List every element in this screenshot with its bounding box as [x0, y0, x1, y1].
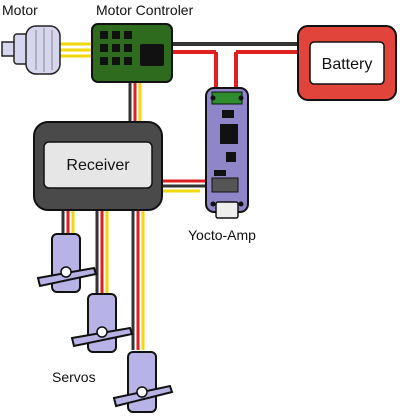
receiver: Receiver	[33, 121, 163, 211]
battery-wires	[170, 42, 298, 92]
motor	[1, 25, 61, 75]
receiver-label: Receiver	[66, 157, 130, 174]
servo2-wires	[95, 208, 109, 294]
motor-wires	[58, 42, 96, 58]
motor-controller-label: Motor Controler	[96, 2, 194, 18]
servo-3	[112, 351, 174, 413]
yocto-amp	[205, 87, 249, 219]
yocto-amp-label: Yocto-Amp	[188, 227, 256, 243]
servo3-wires	[131, 208, 145, 350]
servo-2	[70, 293, 134, 353]
servo1-wires	[61, 208, 75, 234]
motor-label: Motor	[2, 2, 38, 18]
servo-1	[36, 233, 98, 293]
motor-controller	[91, 23, 173, 83]
battery-label: Battery	[322, 56, 373, 73]
throttle-wires	[128, 80, 142, 125]
servos-label: Servos	[52, 369, 96, 385]
battery: Battery	[297, 25, 397, 101]
